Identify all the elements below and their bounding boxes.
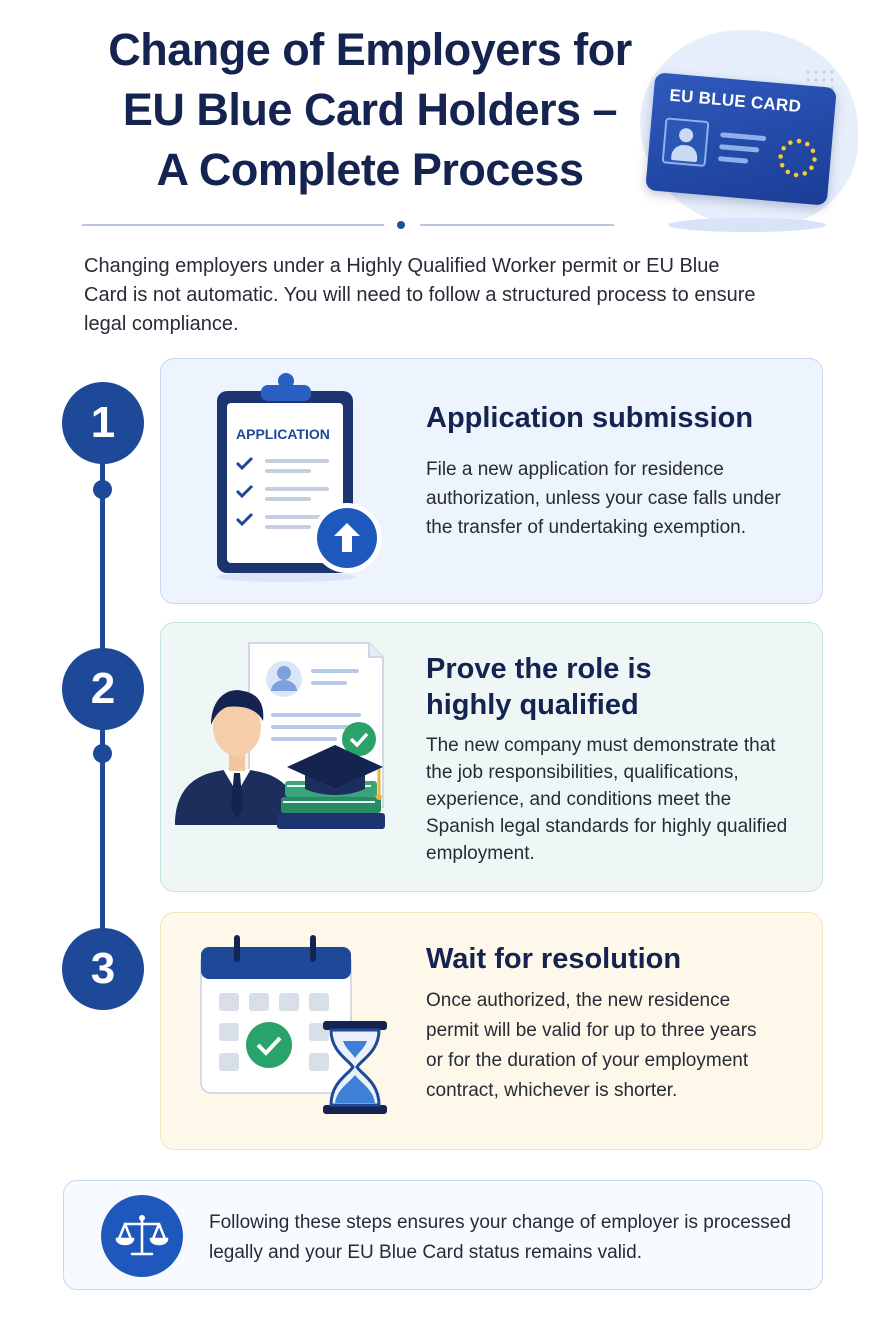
step-text-2: The new company must demonstrate that th…: [426, 735, 788, 864]
title-line-3: A Complete Process: [156, 144, 584, 195]
scales-badge: [101, 1195, 183, 1277]
title-line-2: EU Blue Card Holders –: [122, 84, 618, 135]
eu-stars-icon: [778, 138, 817, 178]
title-divider-dot: [397, 221, 405, 229]
step-number-3: 3: [62, 928, 144, 1010]
step-number-2: 2: [62, 648, 144, 730]
step-card-2: Prove the role is highly qualified The n…: [160, 622, 823, 892]
summary-text: Following these steps ensures your chang…: [209, 1212, 791, 1263]
step-card-1: APPLICATION Application submission File …: [160, 358, 823, 604]
step-title-2: Prove the role is highly qualified: [426, 653, 652, 721]
intro-paragraph: Changing employers under a Highly Qualif…: [84, 255, 756, 335]
card-line: [719, 144, 760, 153]
step-title-3: Wait for resolution: [426, 943, 682, 975]
title-divider-right: [420, 224, 614, 226]
timeline-dot: [93, 744, 112, 763]
eu-blue-card-label: EU BLUE CARD: [668, 85, 802, 117]
professional-credentials-icon: [175, 642, 385, 829]
step-text-1: File a new application for residence aut…: [426, 459, 781, 538]
step-text-3: Once authorized, the new residence permi…: [426, 990, 757, 1101]
clipboard-upload-icon: APPLICATION: [216, 373, 382, 582]
card-line: [720, 132, 767, 142]
step-number-1: 1: [62, 382, 144, 464]
step-card-3: Wait for resolution Once authorized, the…: [160, 912, 823, 1150]
card-line: [717, 156, 749, 164]
page-title: Change of Employers for EU Blue Card Hol…: [70, 20, 670, 200]
title-divider-left: [82, 224, 384, 226]
clipboard-label: APPLICATION: [236, 426, 330, 442]
timeline-dot: [93, 480, 112, 499]
eu-blue-card-icon: EU BLUE CARD: [645, 72, 837, 206]
summary-box: Following these steps ensures your chang…: [63, 1180, 823, 1290]
calendar-hourglass-icon: [200, 935, 387, 1114]
card-photo-icon: [661, 117, 710, 168]
title-line-1: Change of Employers for: [108, 24, 632, 75]
scales-of-justice-icon: [115, 1215, 169, 1256]
card-shadow: [668, 218, 826, 232]
step-title-1: Application submission: [426, 402, 754, 434]
